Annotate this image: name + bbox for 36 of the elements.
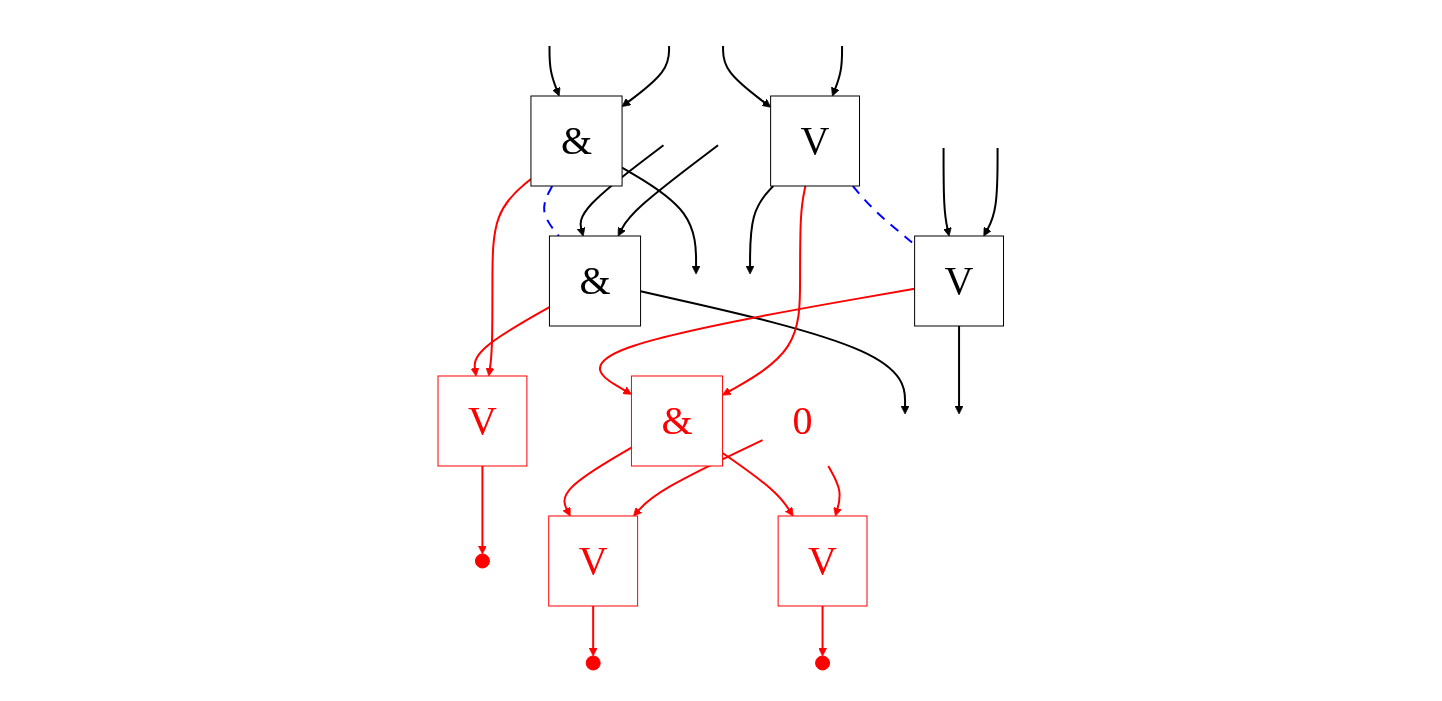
logic-gate-box: V — [437, 375, 528, 466]
arrow — [632, 438, 764, 516]
logic-gate-box: V — [913, 235, 1004, 326]
logic-gate-box: & — [530, 95, 623, 186]
logic-gate-box: V — [547, 515, 638, 606]
arrow — [576, 143, 665, 236]
logic-gate-box: V — [777, 515, 868, 606]
arrow — [721, 184, 807, 395]
logic-gate-box: & — [548, 235, 641, 326]
arrow — [470, 305, 551, 376]
arrow — [983, 146, 999, 236]
arrow — [954, 324, 964, 414]
arrow — [721, 451, 794, 516]
logic-gate-box: V — [769, 95, 860, 186]
terminal-dot — [585, 655, 601, 670]
arrow — [562, 446, 633, 516]
arrow — [942, 146, 952, 236]
arrow — [817, 604, 827, 656]
arrow — [588, 604, 598, 656]
arrow — [721, 44, 771, 108]
arrow — [620, 166, 701, 274]
logic-gate-box: & — [630, 375, 723, 466]
arrow — [621, 44, 670, 107]
constant-label: 0 — [792, 397, 813, 443]
arrow — [477, 464, 487, 554]
arrow — [639, 289, 910, 414]
terminal-dot — [814, 655, 830, 670]
arrow — [548, 44, 561, 96]
arrow — [598, 287, 916, 395]
arrow — [485, 177, 532, 376]
terminal-dot — [474, 553, 490, 568]
connector-line — [851, 184, 916, 245]
arrow — [617, 143, 719, 236]
arrow — [830, 44, 843, 96]
arrow — [827, 464, 842, 516]
arrow — [745, 184, 774, 274]
